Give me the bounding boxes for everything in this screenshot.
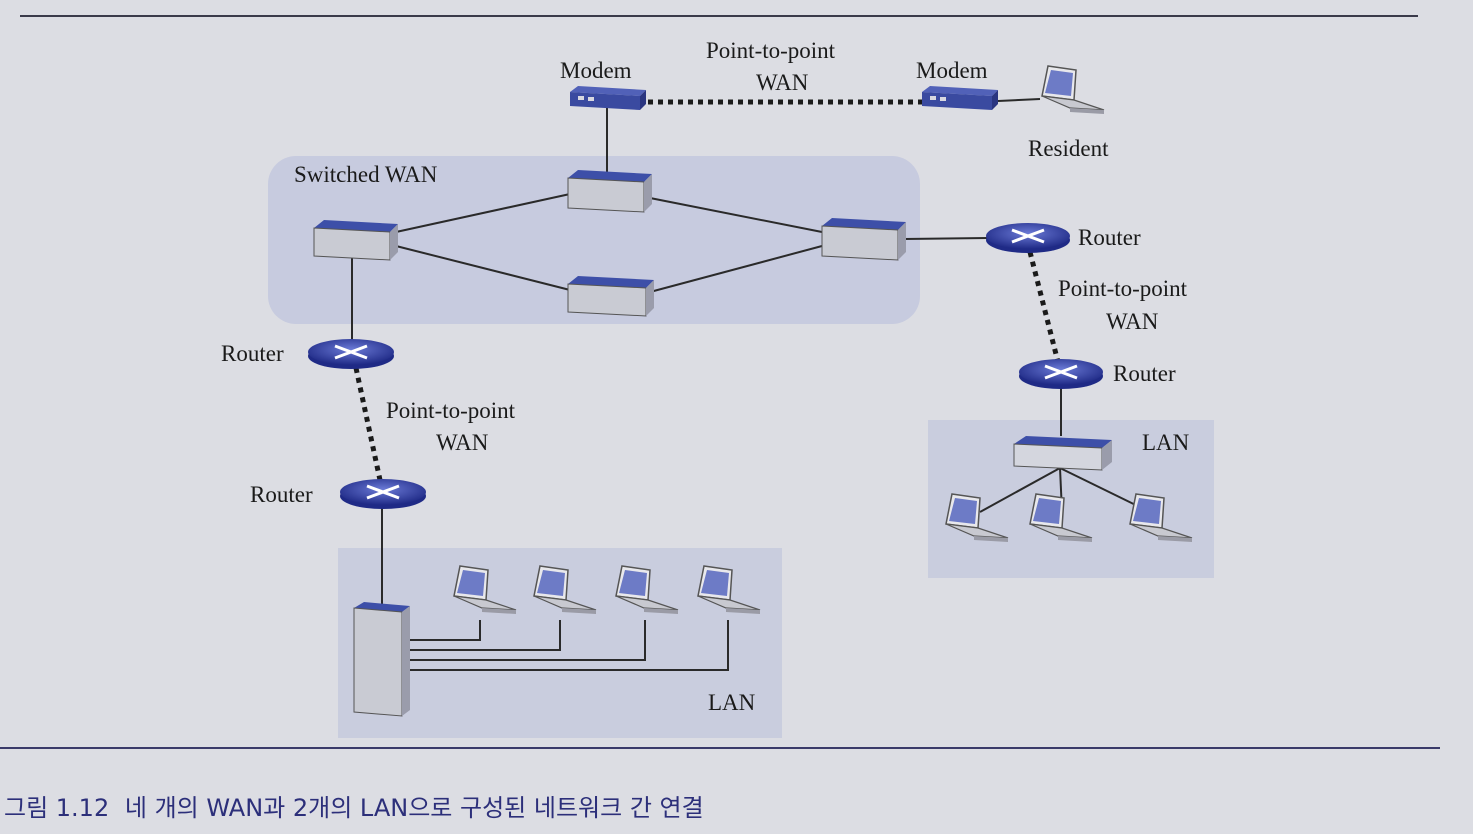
label-modem-left: Modem <box>560 58 632 83</box>
label-p2p-right-2: WAN <box>1106 309 1159 334</box>
lan-switch-right <box>1013 436 1112 471</box>
caption-text: 네 개의 WAN과 2개의 LAN으로 구성된 네트워크 간 연결 <box>124 794 704 822</box>
link-hub-pc4 <box>408 620 729 671</box>
label-lan-right: LAN <box>1142 430 1190 455</box>
laptop-lan-right-2 <box>1029 493 1093 542</box>
modem-right <box>922 86 998 110</box>
figure-caption: 그림 1.12 네 개의 WAN과 2개의 LAN으로 구성된 네트워크 간 연… <box>4 788 704 823</box>
laptops <box>453 65 1193 614</box>
router-left-top <box>308 339 394 369</box>
link-switch-left-bottom <box>395 245 571 291</box>
laptop-lan-right-1 <box>945 493 1009 542</box>
links <box>351 98 1151 671</box>
label-p2p-top-2: WAN <box>756 70 809 95</box>
label-router-left-top: Router <box>221 341 284 366</box>
link-switch-router <box>903 237 989 240</box>
caption-number: 그림 1.12 <box>4 794 110 822</box>
link-switch-top-right <box>649 197 823 233</box>
link-hub-pc1 <box>408 620 481 641</box>
laptop-resident <box>1041 65 1105 114</box>
router-right-top <box>986 223 1070 253</box>
wan-switch-left <box>313 220 398 261</box>
link-switch-bottom-right <box>649 245 823 293</box>
label-p2p-right-1: Point-to-point <box>1058 276 1188 301</box>
label-p2p-left-1: Point-to-point <box>386 398 516 423</box>
p2p-link-right <box>1027 251 1061 363</box>
label-p2p-top-1: Point-to-point <box>706 38 836 63</box>
link-hub-pc2 <box>408 620 561 651</box>
lan-hub-bottom <box>353 602 410 717</box>
link-lan-pc1 <box>979 467 1061 513</box>
wan-switch-top <box>567 170 652 213</box>
laptop-lan-right-3 <box>1129 493 1193 542</box>
label-router-right-bottom: Router <box>1113 361 1176 386</box>
modem-left <box>570 86 646 110</box>
label-lan-bottom: LAN <box>708 690 756 715</box>
laptop-lan-bottom-4 <box>697 565 761 614</box>
label-router-right-top: Router <box>1078 225 1141 250</box>
p2p-link-left <box>353 367 383 481</box>
wan-switch-bottom <box>567 276 654 317</box>
router-right-bottom <box>1019 359 1103 389</box>
laptop-lan-bottom-3 <box>615 565 679 614</box>
link-modem-resident <box>997 98 1041 102</box>
label-resident: Resident <box>1028 136 1109 161</box>
link-switch-left-top <box>395 193 571 233</box>
switched-wan-region <box>268 156 920 324</box>
label-modem-right: Modem <box>916 58 988 83</box>
label-router-left-bottom: Router <box>250 482 313 507</box>
link-hub-pc3 <box>408 620 646 661</box>
router-left-bottom <box>340 479 426 509</box>
wan-switch-right <box>821 218 906 261</box>
label-switched-wan: Switched WAN <box>294 162 438 187</box>
label-p2p-left-2: WAN <box>436 430 489 455</box>
laptop-lan-bottom-2 <box>533 565 597 614</box>
laptop-lan-bottom-1 <box>453 565 517 614</box>
